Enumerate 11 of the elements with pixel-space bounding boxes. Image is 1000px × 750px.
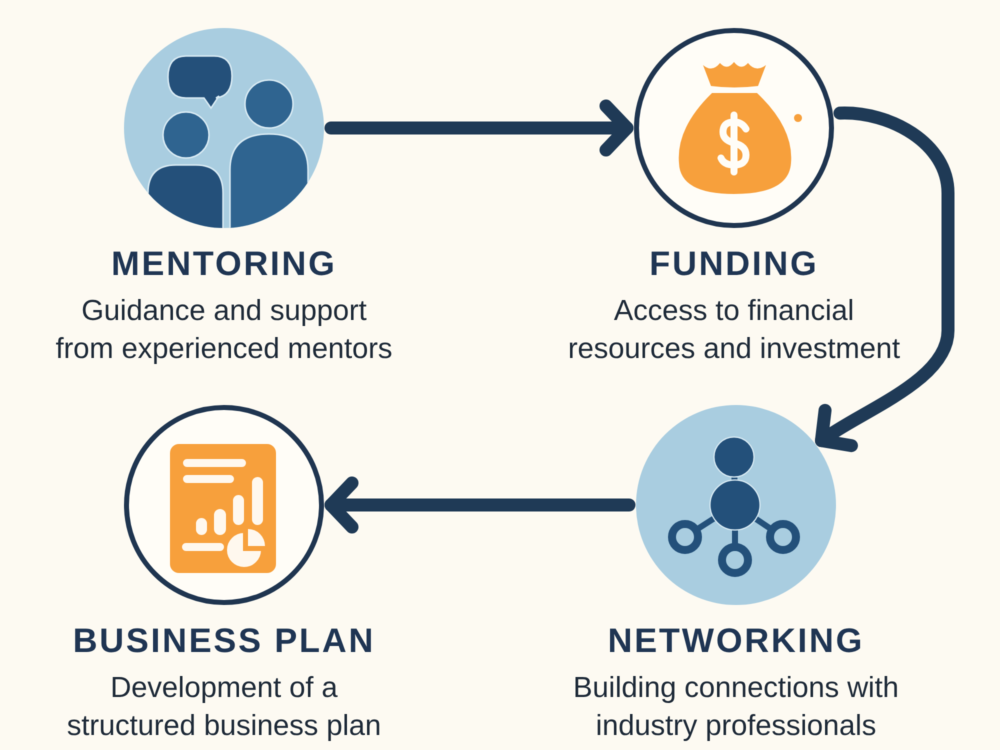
arrow — [814, 106, 954, 454]
step-title: NETWORKING — [608, 621, 864, 661]
step-description: Building connections with industry professionals — [572, 671, 900, 744]
step-title: FUNDING — [649, 244, 819, 284]
step-title: BUSINESS PLAN — [72, 621, 376, 661]
arrow — [324, 476, 636, 534]
arrow — [324, 100, 634, 156]
step-title: MENTORING — [111, 244, 337, 284]
step-description: Development of a structured business plan — [66, 671, 382, 744]
step-description: Guidance and support from experienced mentors — [54, 294, 394, 367]
step-description: Access to financial resources and investment — [566, 294, 902, 367]
